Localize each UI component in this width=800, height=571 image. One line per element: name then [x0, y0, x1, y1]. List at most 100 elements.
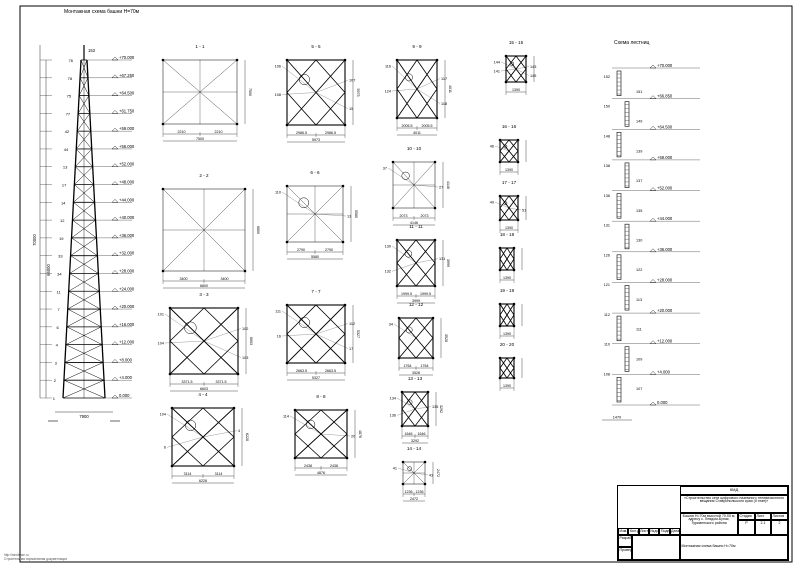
ladder-mark: 126 [604, 253, 610, 257]
sheet-header: Лист [755, 513, 771, 520]
corner-node [391, 160, 395, 164]
ladder-mark: 121 [604, 283, 610, 287]
callout-mark: 41 [393, 466, 397, 470]
corner-node [504, 54, 508, 58]
corner-node [498, 356, 502, 360]
dim-value: 2210 [178, 130, 186, 134]
tower-brace [71, 219, 96, 239]
section-inner-brace [499, 357, 515, 379]
section-label: 7 - 7 [311, 289, 321, 294]
callout-circle [405, 73, 413, 82]
ladder-segment [624, 162, 630, 188]
callout-leader [414, 406, 432, 410]
dim-value: 6228 [199, 479, 207, 483]
mast-mark: 153 [88, 48, 96, 53]
callout-leader [393, 323, 417, 339]
corner-node [516, 138, 520, 142]
level-marker [649, 156, 657, 161]
callout-mark: 135 [432, 405, 438, 409]
level-marker [111, 305, 119, 310]
ladder-segment [624, 223, 630, 250]
dim-value: 3114 [184, 472, 192, 476]
callout-mark: 131 [439, 257, 445, 261]
corner-node [341, 184, 345, 188]
callout-mark: 46 [490, 144, 494, 148]
level-label: +64.500 [119, 91, 135, 96]
node-label: 6 [57, 325, 60, 330]
corner-node [161, 187, 165, 191]
tower-brace [70, 255, 99, 274]
dim-value-side: 5973 [356, 89, 360, 97]
corner-node [498, 246, 502, 250]
corner-node [516, 194, 520, 198]
dim-value: 2005.5 [422, 124, 433, 128]
tower-brace [72, 219, 97, 239]
ladder-mark: 108 [604, 372, 610, 376]
section-inner-brace [401, 391, 429, 427]
ladder-mark: 122 [636, 268, 642, 272]
corner-node [512, 246, 516, 250]
dim-value: 1764 [404, 364, 412, 368]
section-inner-brace [505, 55, 527, 83]
ladder-level-label: 0.000 [657, 400, 668, 405]
node-label: 1 [53, 396, 56, 401]
tower-brace [76, 130, 91, 150]
callout-mark: 20 [351, 434, 355, 438]
level-marker [111, 127, 119, 132]
section-label: 2 - 2 [199, 173, 209, 178]
dim-value: 2790 [297, 248, 305, 252]
callout-circle [407, 466, 412, 471]
section-label: 3 - 3 [199, 292, 209, 297]
section-label: 8 - 8 [316, 394, 326, 399]
tower-brace [71, 237, 98, 256]
signature-area [632, 535, 680, 560]
section-diagonal [499, 357, 515, 379]
tower-leg-right [86, 59, 106, 399]
tower-brace [78, 95, 91, 114]
level-marker [111, 234, 119, 239]
node-label: 42 [65, 129, 70, 134]
section-label: 18 - 18 [500, 232, 515, 237]
section-label: 10 - 10 [407, 146, 422, 151]
callout-mark: 143 [530, 65, 536, 69]
callout-leader [320, 433, 351, 437]
dim-value: 3400 [180, 277, 188, 281]
callout-leader [397, 467, 415, 474]
callout-circle [509, 61, 515, 66]
callout-leader [281, 191, 316, 215]
callout-leader [315, 323, 349, 335]
dim-value: 2790 [325, 248, 333, 252]
level-marker [111, 341, 119, 345]
section-label: 13 - 13 [408, 376, 423, 381]
callout-leader [315, 92, 349, 109]
callout-mark: 13 [347, 214, 351, 218]
dim-value: 3114 [215, 472, 223, 476]
section-label: 1 - 1 [195, 44, 205, 49]
level-label: +56.000 [119, 144, 135, 149]
tower-brace [65, 344, 104, 363]
level-marker [649, 401, 657, 406]
dim-value: 1999.5 [401, 292, 412, 296]
callout-circle [503, 201, 508, 206]
callout-mark: 106 [275, 64, 281, 68]
callout-mark: 37 [383, 166, 387, 170]
corner-node [433, 160, 437, 164]
section-label: 9 - 9 [412, 44, 422, 49]
callout-leader [416, 78, 441, 90]
section-inner-brace [286, 304, 346, 364]
titleblock-col-header: Изм. [618, 528, 629, 535]
level-marker [111, 270, 119, 274]
ladder-mark: 131 [604, 224, 610, 228]
callout-mark: 117 [441, 77, 447, 81]
tower-brace [76, 148, 93, 167]
dim-value: 2986.5 [325, 131, 336, 135]
section-label: 19 - 19 [500, 288, 515, 293]
dim-value-side: 4146 [446, 181, 450, 189]
callout-mark: 141 [494, 69, 500, 73]
corner-node [343, 303, 347, 307]
project-name: «Строительство сети цифрового наземного … [680, 495, 788, 513]
watermark-url: http://stroibase.ru [4, 553, 29, 557]
